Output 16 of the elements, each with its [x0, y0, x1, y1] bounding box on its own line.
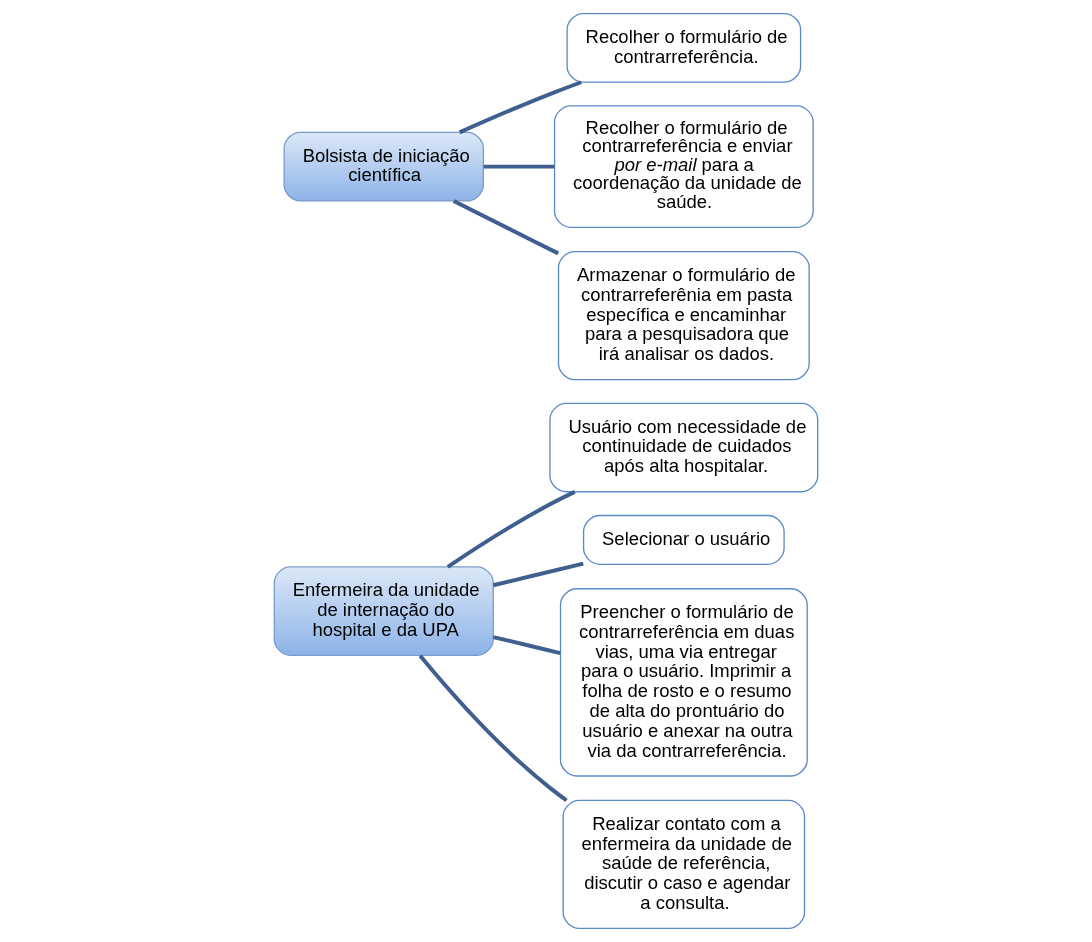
node-box: Usuário com necessidade de continuidade de cuidados após alta hospitalar. — [549, 402, 819, 493]
connector — [452, 199, 560, 256]
node-box: Bolsista de iniciação científica — [283, 131, 484, 202]
node-box: Enfermeira da unidade de internação do hospital e da UPA — [273, 566, 494, 656]
connector — [483, 164, 555, 169]
connector — [458, 80, 582, 135]
node-box: Recolher o formulário de contrarreferência. — [566, 12, 802, 83]
connector — [418, 654, 568, 802]
node-box: Selecionar o usuário — [582, 514, 785, 565]
node-box: Armazenar o formulário de contrarreferênia em pasta específica e encaminhar para a pesquisadora que irá analisar os dados. — [557, 251, 810, 381]
connector — [492, 635, 561, 656]
connector — [492, 561, 584, 588]
connector — [446, 490, 576, 569]
node-box: Realizar contato com a enfermeira da unidade de saúde de referência, discutir o caso e agendar a consulta. — [562, 799, 806, 930]
node-box: Recolher o formulário de contrarreferência e enviar por e-mail para a coordenação da unidade de saúde. — [553, 105, 814, 228]
node-box: Preencher o formulário de contrarreferência em duas vias, uma via entregar para o usuário. Imprimir a folha de rosto e o resumo de alta do prontuário do usuário e anexar na outra via da contrarreferência. — [559, 588, 808, 777]
